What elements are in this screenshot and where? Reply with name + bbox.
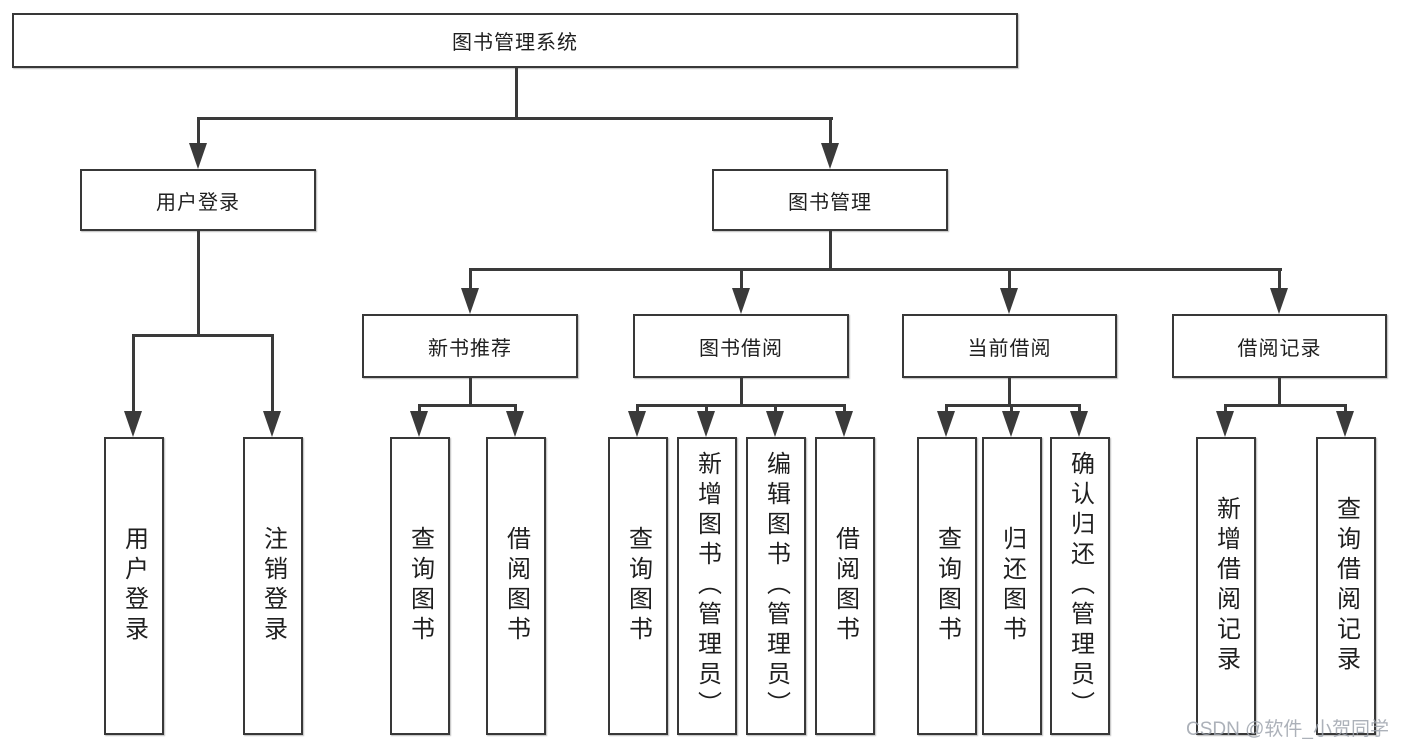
connector-line [1010, 404, 1013, 417]
node-leaf-br-query-record: 查询借阅记录 [1316, 437, 1376, 735]
node-leaf-cb-confirm-return-admin: 确认归还（管理员） [1050, 437, 1110, 735]
arrow-down-icon [821, 143, 839, 169]
connector-line [843, 404, 846, 417]
node-leaf-cb-confirm-return-admin-label: 确认归还（管理员） [1066, 451, 1094, 721]
csdn-watermark: CSDN @软件_小贺同学 [1186, 719, 1389, 740]
connector-line [636, 404, 846, 407]
node-leaf-bb-query-books: 查询图书 [608, 437, 668, 735]
connector-line [1008, 268, 1011, 294]
node-leaf-bb-borrow-books-label: 借阅图书 [831, 526, 859, 646]
node-borrow-records-label: 借阅记录 [1237, 337, 1322, 360]
node-book-borrow: 图书借阅 [633, 314, 849, 378]
arrow-down-icon [263, 411, 281, 437]
node-leaf-nbr-borrow-books-label: 借阅图书 [502, 526, 530, 646]
connector-line [1344, 404, 1347, 417]
connector-line [1008, 378, 1011, 407]
node-leaf-br-add-record: 新增借阅记录 [1196, 437, 1256, 735]
node-user-login-label: 用户登录 [156, 191, 240, 214]
node-leaf-bb-add-books-admin-label: 新增图书（管理员） [693, 451, 721, 721]
connector-line [515, 68, 518, 120]
connector-line [197, 231, 200, 336]
arrow-down-icon [1002, 411, 1020, 437]
node-leaf-bb-query-books-label: 查询图书 [624, 526, 652, 646]
connector-line [469, 268, 472, 294]
connector-line [132, 334, 135, 414]
connector-line [1224, 404, 1227, 417]
arrow-down-icon [189, 143, 207, 169]
node-leaf-bb-edit-books-admin-label: 编辑图书（管理员） [762, 451, 790, 721]
arrow-down-icon [1000, 288, 1018, 314]
connector-line [271, 334, 274, 414]
arrow-down-icon [766, 411, 784, 437]
arrow-down-icon [461, 288, 479, 314]
node-leaf-logout: 注销登录 [243, 437, 303, 735]
arrow-down-icon [1270, 288, 1288, 314]
node-leaf-nbr-query-books: 查询图书 [390, 437, 450, 735]
connector-line [774, 404, 777, 417]
connector-line [1078, 404, 1081, 417]
connector-line [829, 117, 832, 147]
connector-line [705, 404, 708, 417]
arrow-down-icon [506, 411, 524, 437]
node-leaf-bb-borrow-books: 借阅图书 [815, 437, 875, 735]
connector-line [636, 404, 639, 417]
connector-line [740, 378, 743, 407]
node-leaf-nbr-query-books-label: 查询图书 [406, 526, 434, 646]
node-root-label: 图书管理系统 [452, 32, 578, 54]
arrow-down-icon [124, 411, 142, 437]
arrow-down-icon [1336, 411, 1354, 437]
arrow-down-icon [697, 411, 715, 437]
connector-line [740, 268, 743, 294]
node-current-borrow-label: 当前借阅 [967, 337, 1052, 360]
node-book-management-label: 图书管理 [788, 191, 872, 214]
node-book-management: 图书管理 [712, 169, 948, 231]
node-book-borrow-label: 图书借阅 [699, 337, 783, 360]
node-leaf-bb-edit-books-admin: 编辑图书（管理员） [746, 437, 806, 735]
connector-line [829, 231, 832, 271]
connector-line [514, 404, 517, 417]
node-leaf-user-login-label: 用户登录 [120, 526, 148, 646]
node-new-book-recommend: 新书推荐 [362, 314, 578, 378]
node-leaf-cb-query-books: 查询图书 [917, 437, 977, 735]
node-new-book-recommend-label: 新书推荐 [428, 337, 512, 360]
node-leaf-nbr-borrow-books: 借阅图书 [486, 437, 546, 735]
node-leaf-logout-label: 注销登录 [259, 526, 287, 646]
connector-line [1224, 404, 1347, 407]
node-root: 图书管理系统 [12, 13, 1018, 68]
connector-line [945, 404, 948, 417]
connector-line [945, 404, 1081, 407]
node-borrow-records: 借阅记录 [1172, 314, 1387, 378]
connector-line [132, 334, 274, 337]
arrow-down-icon [410, 411, 428, 437]
node-leaf-user-login: 用户登录 [104, 437, 164, 735]
node-user-login: 用户登录 [80, 169, 316, 231]
arrow-down-icon [1070, 411, 1088, 437]
connector-line [1278, 378, 1281, 407]
node-leaf-cb-return-books: 归还图书 [982, 437, 1042, 735]
node-leaf-cb-query-books-label: 查询图书 [933, 526, 961, 646]
arrow-down-icon [732, 288, 750, 314]
connector-line [418, 404, 517, 407]
node-leaf-cb-return-books-label: 归还图书 [998, 526, 1026, 646]
arrow-down-icon [937, 411, 955, 437]
node-current-borrow: 当前借阅 [902, 314, 1117, 378]
arrow-down-icon [628, 411, 646, 437]
connector-line [469, 378, 472, 407]
connector-line [197, 117, 200, 147]
arrow-down-icon [1216, 411, 1234, 437]
connector-line [197, 117, 833, 120]
arrow-down-icon [835, 411, 853, 437]
connector-line [418, 404, 421, 417]
node-leaf-br-add-record-label: 新增借阅记录 [1212, 496, 1240, 676]
node-leaf-bb-add-books-admin: 新增图书（管理员） [677, 437, 737, 735]
connector-line [469, 268, 1282, 271]
connector-line [1278, 268, 1281, 294]
node-leaf-br-query-record-label: 查询借阅记录 [1332, 496, 1360, 676]
